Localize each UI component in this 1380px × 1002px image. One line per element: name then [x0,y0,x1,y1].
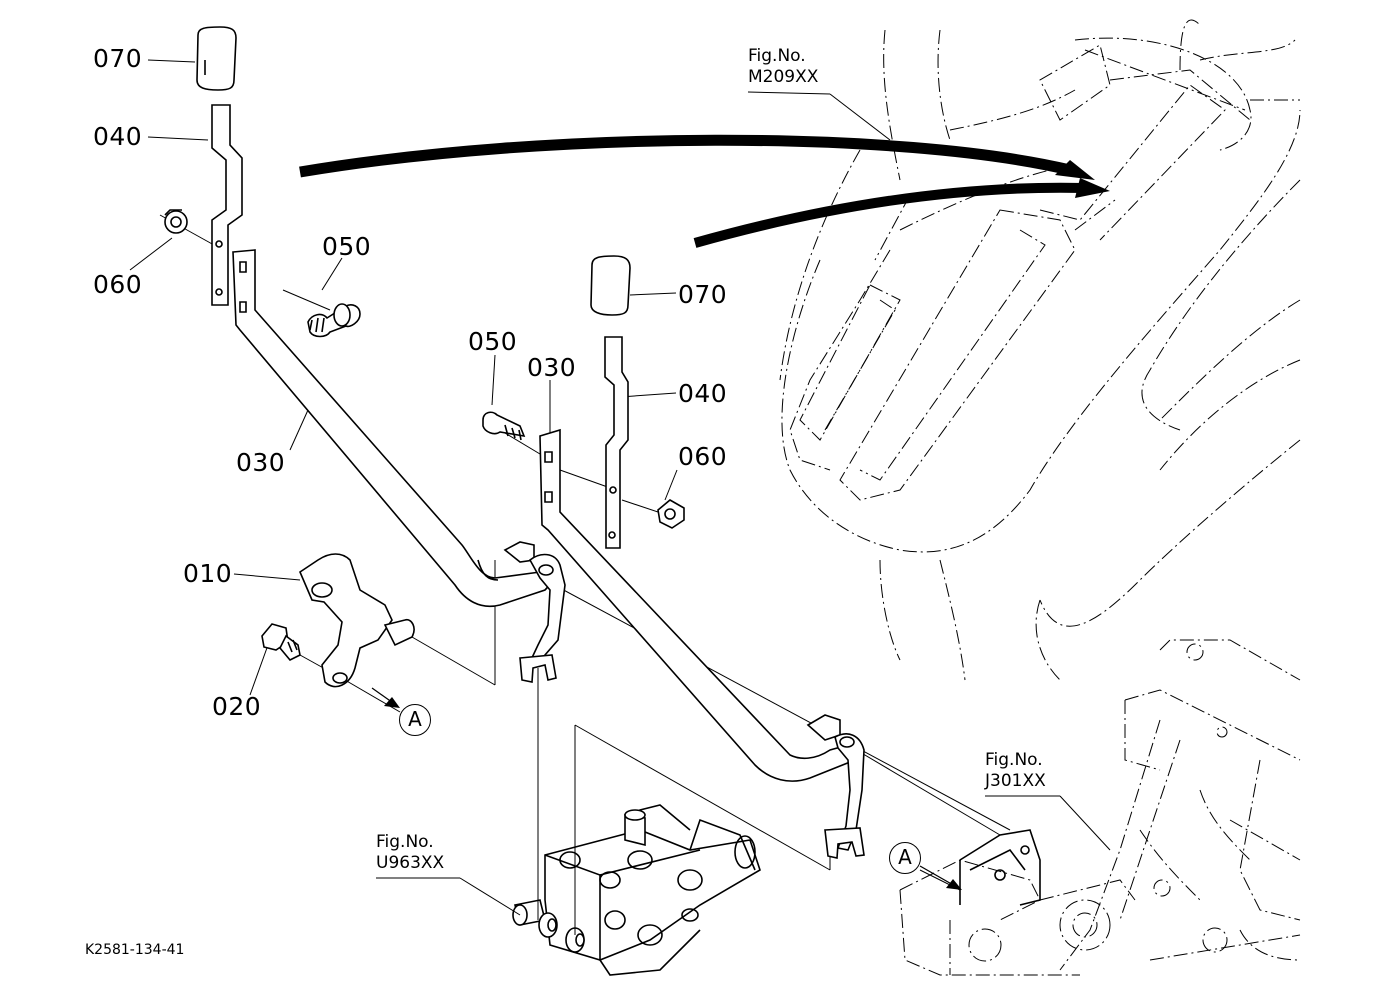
part-label-030: 030 [236,448,286,477]
figure-reference-number: J301XX [985,771,1046,791]
figure-reference-number: M209XX [748,67,819,87]
bolt-020 [261,623,301,661]
transmission-case-outline [899,639,1301,976]
figure-reference-m209: Fig.No. M209XX [748,46,818,88]
part-label-050: 050 [322,232,372,261]
part-label-010: 010 [183,559,233,588]
lever-010 [299,553,415,688]
figure-reference-prefix: Fig.No. [376,832,434,852]
figure-reference-prefix: Fig.No. [748,46,806,66]
part-label-040: 040 [93,122,143,151]
part-label-070: 070 [93,44,143,73]
figure-reference-j301: Fig.No. J301XX [985,750,1046,792]
part-label-060: 060 [678,442,728,471]
part-label-020: 020 [212,692,262,721]
arrows [299,134,1110,890]
part-label-070: 070 [678,280,728,309]
figure-reference-prefix: Fig.No. [985,750,1043,770]
drawing-code: K2581-134-41 [85,942,185,958]
assembly-lines [159,214,1011,935]
part-label-030: 030 [527,353,577,382]
part-label-040: 040 [678,379,728,408]
part-label-060: 060 [93,270,143,299]
fender-outline [779,19,1301,681]
valve-bracket [959,829,1041,906]
right-lever-assembly [482,255,865,859]
figure-reference-number: U963XX [376,853,445,873]
callout-a: A [889,842,921,874]
control-valve [512,804,761,976]
callout-a: A [399,704,431,736]
leader-lines [129,59,1111,916]
figure-reference-u963: Fig.No. U963XX [376,832,444,874]
left-lever-assembly [164,26,566,683]
part-label-050: 050 [468,327,518,356]
